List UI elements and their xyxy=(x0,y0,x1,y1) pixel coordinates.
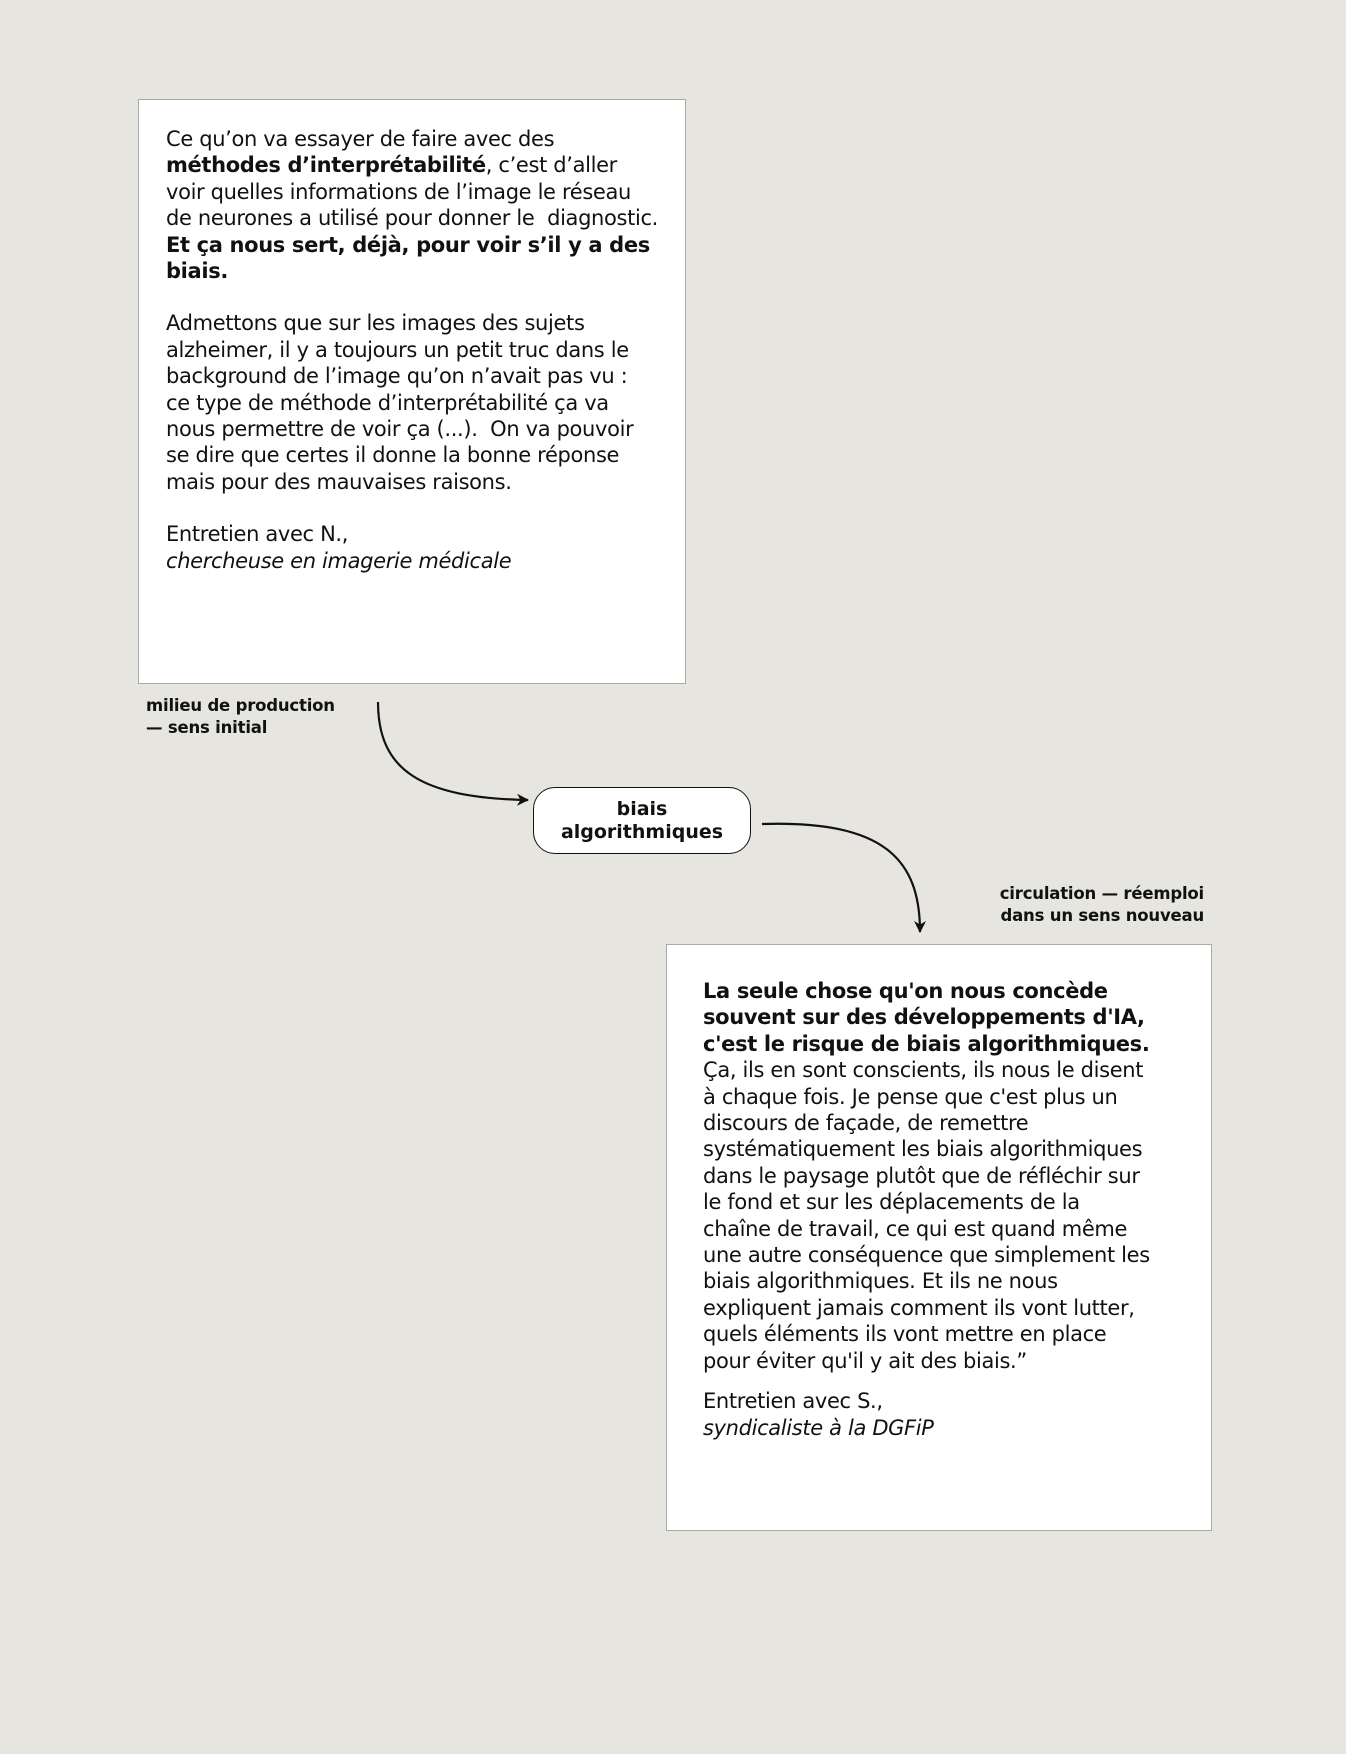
quote-union-paragraph-1: La seule chose qu'on nous concède souven… xyxy=(703,978,1153,1374)
quote-emphasis: méthodes d’interprétabilité xyxy=(166,153,486,178)
quote-research-source: Entretien avec N., xyxy=(166,522,349,547)
quote-research-paragraph-1: Ce qu’on va essayer de faire avec des mé… xyxy=(166,126,659,284)
quote-union-role: syndicaliste à la DGFiP xyxy=(703,1415,934,1440)
theme-node-label: biais algorithmiques xyxy=(560,797,724,843)
label-line: dans un sens nouveau xyxy=(1000,906,1205,925)
quote-box-union: La seule chose qu'on nous concède souven… xyxy=(666,944,1212,1531)
label-line: milieu de production xyxy=(146,696,335,715)
quote-text: Ce qu’on va essayer de faire avec des xyxy=(166,127,555,151)
label-production-context: milieu de production — sens initial xyxy=(146,695,335,739)
quote-emphasis: Et ça nous sert, déjà, pour voir s’il y … xyxy=(166,232,650,284)
quote-research-role: chercheuse en imagerie médicale xyxy=(166,548,512,573)
label-circulation-context: circulation — réemploi dans un sens nouv… xyxy=(980,883,1204,927)
theme-node: biais algorithmiques xyxy=(533,787,751,854)
quote-emphasis: La seule chose qu'on nous concède souven… xyxy=(703,979,1150,1056)
arrow-theme-to-reuse xyxy=(761,822,926,933)
label-line: — sens initial xyxy=(146,718,268,737)
quote-text: Ça, ils en sont conscients, ils nous le … xyxy=(703,1058,1150,1373)
quote-research-paragraph-2: Admettons que sur les images des sujets … xyxy=(166,311,634,494)
quote-box-research: Ce qu’on va essayer de faire avec des mé… xyxy=(138,99,686,684)
quote-text: , c’est d’aller voir quelles information… xyxy=(166,153,658,231)
quote-union-source: Entretien avec S., xyxy=(703,1389,883,1414)
label-line: circulation — réemploi xyxy=(999,884,1204,903)
arrow-source-to-theme xyxy=(376,701,529,806)
